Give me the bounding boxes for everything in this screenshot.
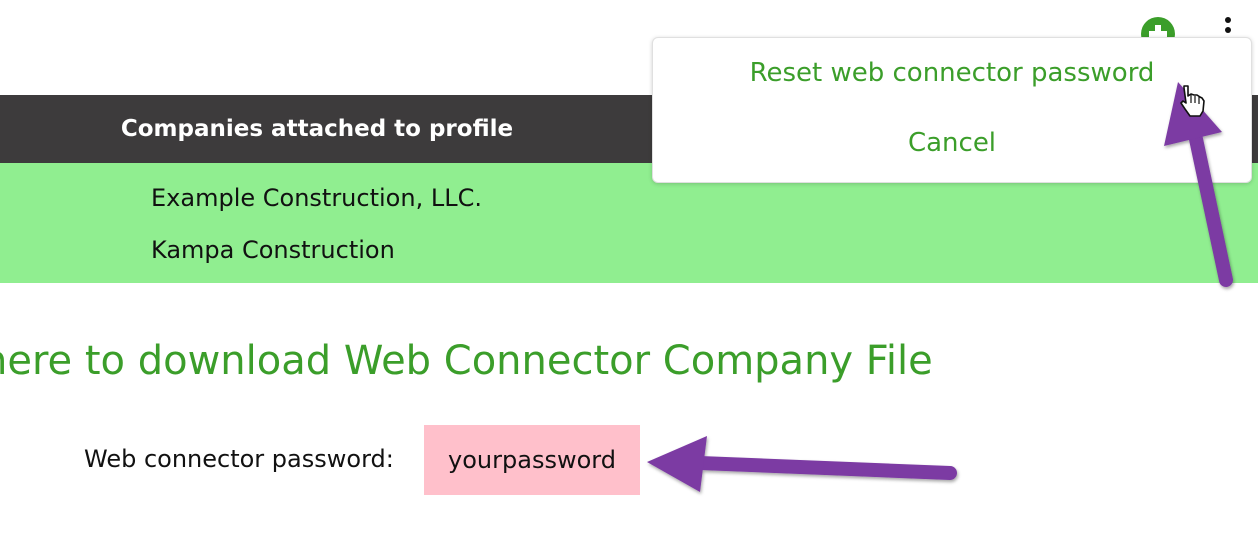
annotation-arrow-left — [647, 436, 957, 492]
web-connector-password-label: Web connector password: — [84, 445, 394, 473]
more-options-menu: Reset web connector password Cancel — [652, 37, 1252, 183]
plus-icon-bar-v — [1155, 25, 1161, 43]
dot — [1225, 17, 1231, 23]
web-connector-password-value: yourpassword — [424, 425, 640, 495]
companies-table-header-label: Companies attached to profile — [120, 116, 514, 142]
reset-web-connector-password-menu-item[interactable]: Reset web connector password — [749, 58, 1155, 88]
company-row[interactable]: Kampa Construction — [151, 236, 395, 264]
dot — [1225, 27, 1231, 33]
companies-table-body: Example Construction, LLC. Kampa Constru… — [0, 163, 1258, 283]
cancel-menu-item[interactable]: Cancel — [907, 128, 997, 158]
company-row[interactable]: Example Construction, LLC. — [151, 184, 482, 212]
download-company-file-link[interactable]: here to download Web Connector Company F… — [0, 338, 933, 384]
